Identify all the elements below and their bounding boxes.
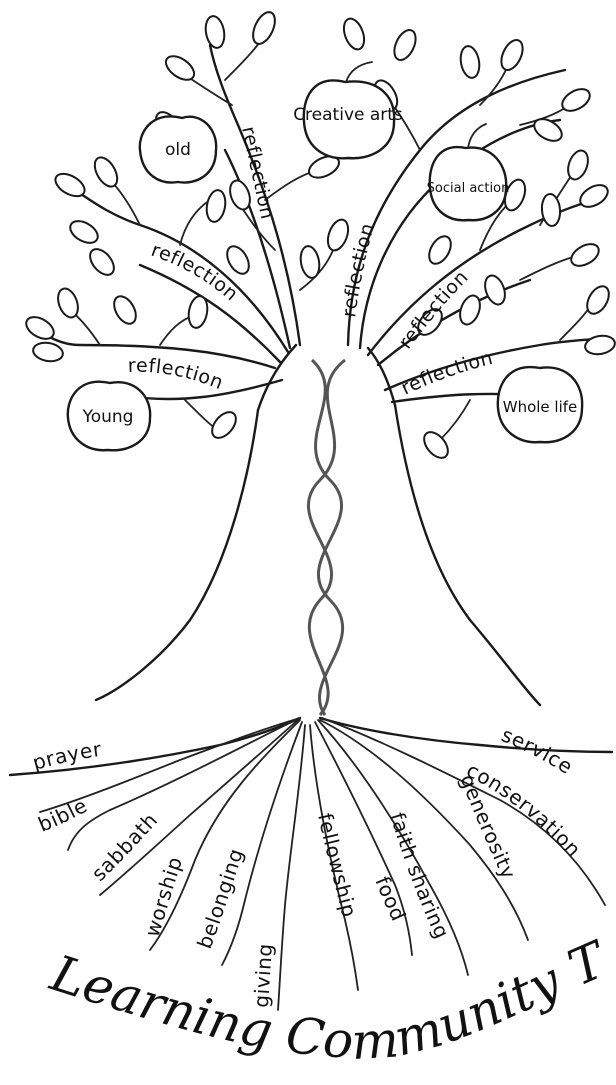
root-belonging: belonging bbox=[192, 845, 248, 952]
fruit-creative-arts: Creative arts bbox=[293, 62, 403, 158]
root-faith-sharing: faith sharing bbox=[385, 809, 454, 942]
root-food: food bbox=[370, 873, 410, 925]
fruit-old: old bbox=[140, 116, 216, 182]
root-bible: bible bbox=[35, 793, 92, 837]
fruit-social-action: Social action bbox=[427, 124, 510, 220]
fruit-whole-life: Whole life bbox=[498, 367, 582, 442]
branch-label-6: reflection bbox=[398, 347, 496, 400]
braid bbox=[308, 360, 345, 715]
root-fellowship: fellowship bbox=[313, 811, 362, 920]
fruit-social-action-label: Social action bbox=[427, 181, 510, 196]
fruit-old-label: old bbox=[165, 140, 191, 160]
fruit-creative-arts-label: Creative arts bbox=[293, 105, 403, 125]
root-giving: giving bbox=[249, 942, 277, 1008]
fruit-whole-life-label: Whole life bbox=[503, 398, 578, 416]
fruit-young-label: Young bbox=[82, 407, 134, 427]
fruit-young: Young bbox=[68, 382, 150, 450]
fruit-creative-line: Creative arts bbox=[293, 105, 403, 125]
branch-label-5: reflection bbox=[127, 355, 226, 394]
